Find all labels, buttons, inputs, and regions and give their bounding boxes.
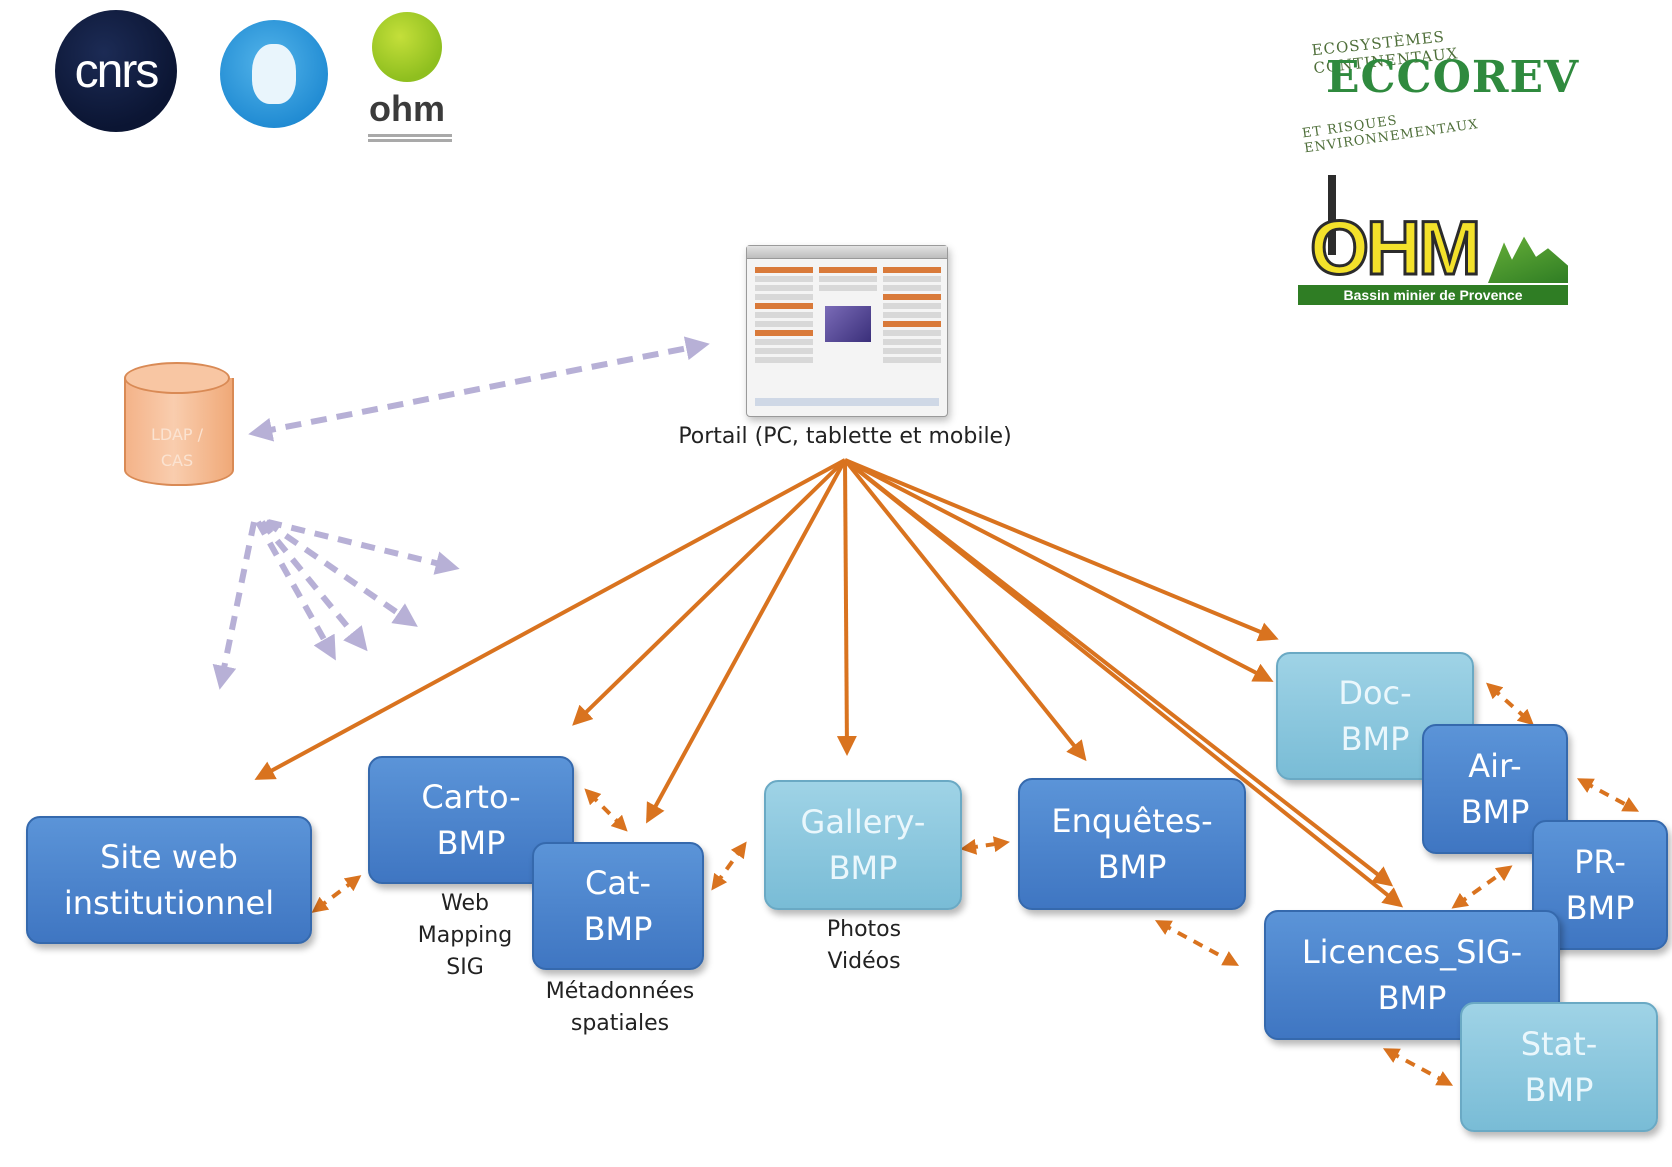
ldap-cas-database: LDAP / CAS <box>124 362 234 500</box>
caption-cat-line1: Métadonnées <box>545 979 695 1004</box>
caption-gallery-line1: Photos <box>826 917 902 942</box>
database-label-2: CAS <box>160 451 194 470</box>
box-air-line1: Air- <box>1468 747 1522 785</box>
box-air-line2: BMP <box>1460 793 1530 831</box>
arrow-to-air <box>844 458 1274 682</box>
arrow-to-gallery <box>836 459 857 756</box>
box-gallery-line2: BMP <box>828 849 898 887</box>
arrow-to-doc <box>844 458 1279 642</box>
hill-icon <box>1488 236 1568 283</box>
auth-fan <box>212 519 460 690</box>
caption-carto-line1: Web <box>441 891 489 916</box>
ohm-logo-subtitle <box>368 132 452 146</box>
auth-fan-4 <box>264 519 418 627</box>
cnrs-logo: cnrs <box>55 10 177 132</box>
box-stat-line2: BMP <box>1524 1071 1594 1109</box>
chimney-icon <box>1328 175 1336 255</box>
box-licences-line2: BMP <box>1377 979 1447 1017</box>
box-carto-bmp: Carto- BMP <box>368 756 574 884</box>
auth-fan-5 <box>267 519 460 575</box>
eccorev-name: ECCOREV <box>1326 52 1580 103</box>
box-licences-line1: Licences_SIG- <box>1301 933 1523 971</box>
box-pr-line1: PR- <box>1574 843 1626 881</box>
arrow-to-licences-2 <box>843 458 1404 908</box>
caption-cat-line2: spatiales <box>570 1011 670 1036</box>
marianne-icon <box>252 44 296 104</box>
link-doc-air <box>1486 682 1534 726</box>
arrow-to-site-web <box>254 458 846 780</box>
box-site-web-line1: Site web <box>100 838 238 876</box>
box-enquetes-bmp: Enquêtes- BMP <box>1018 778 1246 910</box>
portal-screenshot <box>746 245 948 417</box>
caption-cat: Métadonnées spatiales <box>530 976 710 1040</box>
link-site-carto <box>311 875 362 913</box>
auth-links <box>248 336 710 442</box>
link-air-pr <box>1576 778 1640 812</box>
box-stat-line1: Stat- <box>1520 1025 1598 1063</box>
box-cat-line1: Cat- <box>584 864 652 902</box>
link-gallery-enquetes <box>960 836 1010 855</box>
ohm-globe-icon <box>372 12 442 82</box>
box-enquetes-line2: BMP <box>1097 848 1167 886</box>
box-gallery-bmp: Gallery- BMP <box>764 780 962 910</box>
box-licences-sig-bmp: Licences_SIG- BMP <box>1264 910 1560 1040</box>
box-links <box>311 682 1640 1086</box>
link-enquetes-licences <box>1154 920 1240 966</box>
box-site-web-line2: institutionnel <box>63 884 275 922</box>
ohm-bassin-minier-logo: OHM Bassin minier de Provence <box>1288 165 1573 305</box>
caption-carto-line2: Mapping <box>417 923 513 948</box>
eccorev-logo: ECOSYSTÈMES CONTINENTAUX ECCOREV ET RISQ… <box>1300 20 1578 157</box>
box-site-web-institutionnel: Site web institutionnel <box>26 816 312 944</box>
portal-arrows <box>254 458 1404 908</box>
caption-gallery-line2: Vidéos <box>827 949 901 974</box>
box-cat-bmp: Cat- BMP <box>532 842 704 970</box>
box-doc-line2: BMP <box>1340 720 1410 758</box>
cnrs-logo-text: cnrs <box>74 44 160 98</box>
box-pr-line2: BMP <box>1565 889 1635 927</box>
ohm-logo-text: ohm <box>369 88 445 129</box>
investissements-avenir-logo <box>220 20 328 128</box>
box-carto-line2: BMP <box>436 824 506 862</box>
database-label-1: LDAP / <box>150 425 204 444</box>
caption-gallery: Photos Vidéos <box>800 914 928 978</box>
arrow-to-carto <box>572 458 847 726</box>
box-stat-bmp: Stat- BMP <box>1460 1002 1658 1132</box>
auth-fan-3 <box>259 520 368 652</box>
box-cat-line2: BMP <box>583 910 653 948</box>
box-carto-line1: Carto- <box>421 778 521 816</box>
arrow-to-enquetes <box>843 458 1087 762</box>
link-cat-gallery <box>711 841 747 891</box>
auth-fan-2 <box>255 520 336 661</box>
ohm-bmp-label: Bassin minier de Provence <box>1298 285 1568 305</box>
link-db-portal <box>248 336 710 442</box>
ohm-bmp-name: OHM <box>1308 205 1482 293</box>
link-pr-licences <box>1451 865 1513 909</box>
caption-carto: Web Mapping SIG <box>410 888 520 984</box>
box-doc-line1: Doc- <box>1338 674 1412 712</box>
link-carto-cat <box>584 788 628 832</box>
box-gallery-line1: Gallery- <box>800 803 926 841</box>
link-licences-stat <box>1382 1048 1454 1086</box>
box-enquetes-line1: Enquêtes- <box>1051 802 1213 840</box>
auth-fan-1 <box>212 521 257 690</box>
portal-label: Portail (PC, tablette et mobile) <box>678 424 1012 449</box>
caption-carto-line3: SIG <box>446 955 484 980</box>
arrow-to-cat <box>646 459 847 824</box>
